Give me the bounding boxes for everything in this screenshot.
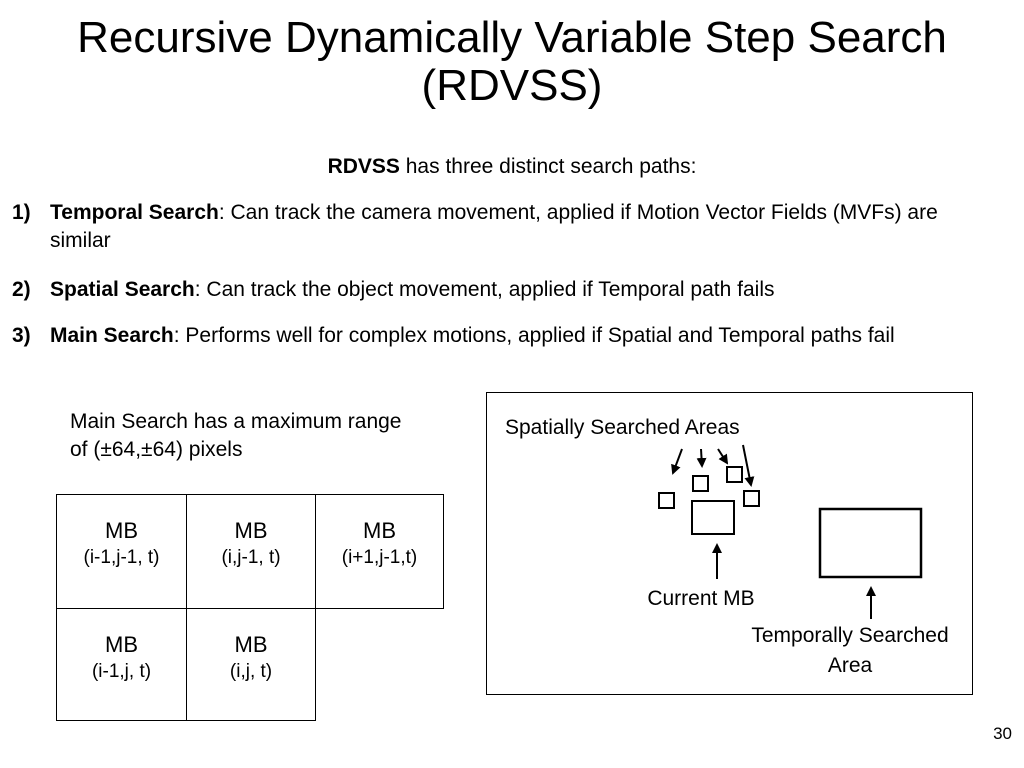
cell-coord: (i,j-1, t)	[221, 547, 281, 568]
list-item-desc: : Performs well for complex motions, app…	[173, 324, 895, 347]
cell-coord: (i-1,j, t)	[91, 661, 152, 682]
intro-text: RDVSS has three distinct search paths:	[0, 154, 1024, 180]
macroblock-cell-i-1-j-1: MB (i-1,j-1, t)	[56, 494, 187, 609]
macroblock-cell-i-1-j: MB (i-1,j, t)	[56, 608, 187, 721]
range-note-line-2: of (±64,±64) pixels	[70, 438, 243, 461]
list-item-term: Spatial Search	[50, 278, 195, 301]
list-item-main-search: 3) Main Search: Performs well for comple…	[12, 322, 1002, 350]
temporal-area-box	[818, 507, 923, 579]
macroblock-grid: MB (i-1,j-1, t) MB (i,j-1, t) MB (i+1,j-…	[56, 494, 444, 721]
list-item-body: Main Search: Performs well for complex m…	[50, 322, 1002, 350]
cell-mb-label: MB	[105, 518, 138, 543]
current-mb-label: Current MB	[647, 587, 755, 610]
current-mb-box	[691, 500, 735, 535]
list-item-temporal-search: 1) Temporal Search: Can track the camera…	[12, 199, 1002, 255]
list-item-desc: : Can track the camera movement, applied…	[50, 201, 938, 252]
list-number: 2)	[12, 278, 31, 301]
temporal-area-label: Temporally Searched Area	[719, 621, 981, 681]
arrow-to-top-right-area	[717, 448, 729, 465]
spatial-area-right	[743, 490, 760, 507]
cell-coord: (i,j, t)	[229, 661, 273, 682]
temporal-label-line-2: Area	[827, 654, 873, 677]
search-areas-diagram: Spatially Searched Areas Current MB Temp…	[486, 392, 973, 695]
arrow-to-left-area	[671, 448, 683, 475]
title-line-1: Recursive Dynamically Variable Step Sear…	[77, 13, 947, 62]
macroblock-cell-i-j: MB (i,j, t)	[186, 608, 316, 721]
temporal-label-line-1: Temporally Searched	[751, 624, 949, 647]
arrow-to-right-area	[742, 444, 755, 487]
cell-coord: (i+1,j-1,t)	[341, 547, 418, 568]
cell-mb-label: MB	[234, 518, 268, 543]
list-item-body: Temporal Search: Can track the camera mo…	[50, 199, 1002, 255]
main-search-range-note: Main Search has a maximum range of (±64,…	[70, 408, 490, 464]
macroblock-cell-i-j-1: MB (i,j-1, t)	[186, 494, 316, 609]
spatial-area-left	[658, 492, 675, 509]
page-number: 30	[993, 724, 1012, 743]
macroblock-cell-i+1-j-1: MB (i+1,j-1,t)	[315, 494, 444, 609]
list-item-term: Temporal Search	[50, 201, 219, 224]
title-line-2: (RDVSS)	[421, 61, 603, 110]
spatial-area-top	[692, 475, 709, 492]
list-item-desc: : Can track the object movement, applied…	[194, 278, 775, 301]
spatial-areas-label: Spatially Searched Areas	[505, 416, 740, 439]
list-number: 3)	[12, 324, 31, 347]
list-item-term: Main Search	[50, 324, 174, 347]
spatial-area-top-right	[726, 466, 743, 483]
cell-mb-label: MB	[363, 518, 396, 543]
cell-coord: (i-1,j-1, t)	[83, 547, 160, 568]
list-item-spatial-search: 2) Spatial Search: Can track the object …	[12, 276, 1002, 304]
diagram-graphics	[658, 444, 923, 619]
cell-mb-label: MB	[105, 632, 138, 657]
range-note-line-1: Main Search has a maximum range	[70, 410, 402, 433]
cell-mb-label: MB	[234, 632, 268, 657]
intro-rest: has three distinct search paths:	[399, 155, 697, 178]
list-item-body: Spatial Search: Can track the object mov…	[50, 276, 1002, 304]
slide-title: Recursive Dynamically Variable Step Sear…	[40, 14, 984, 110]
list-number: 1)	[12, 201, 31, 224]
arrow-to-top-area	[696, 448, 707, 468]
intro-bold: RDVSS	[327, 155, 400, 178]
